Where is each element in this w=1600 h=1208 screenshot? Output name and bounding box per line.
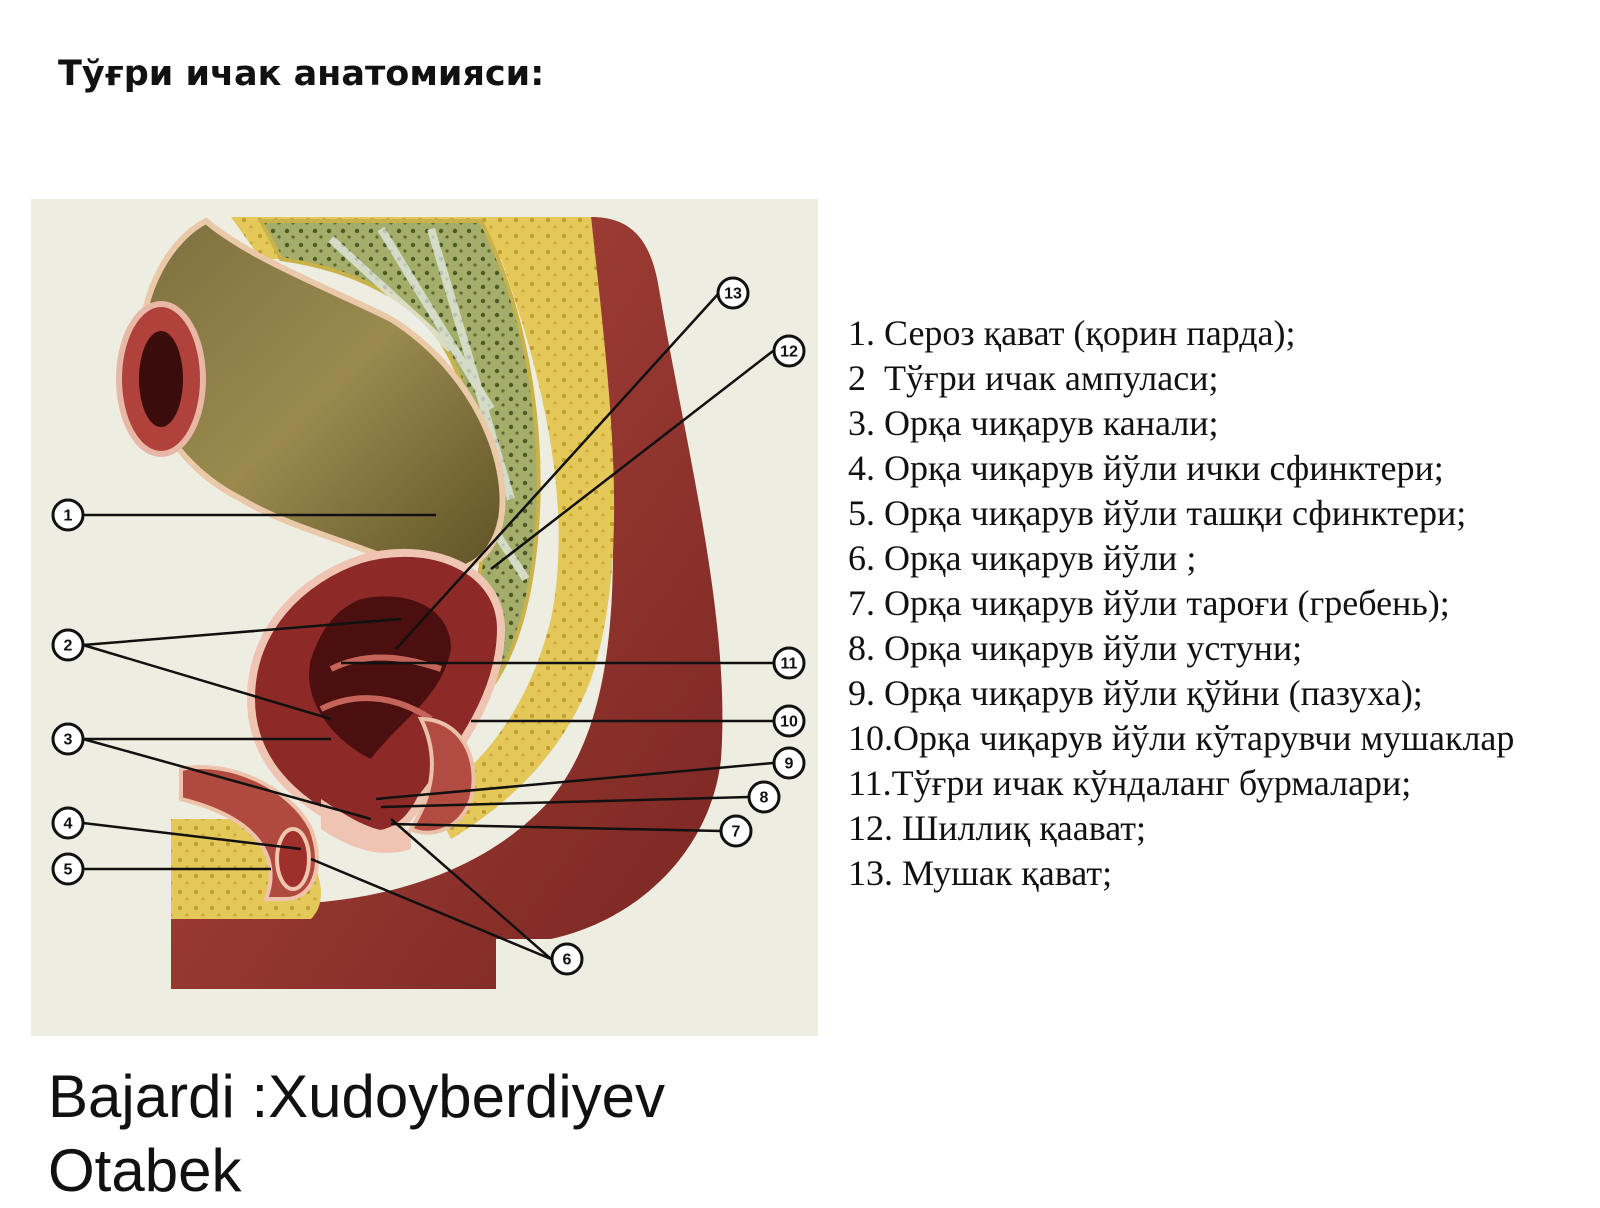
callout-2: 2	[51, 628, 85, 662]
legend-list: 1. Сероз қават (қорин парда); 2 Тўғри ич…	[848, 311, 1568, 896]
svg-text:9: 9	[785, 756, 794, 773]
callout-9: 9	[772, 746, 806, 780]
sacral-fat-band	[231, 217, 615, 839]
callout-8: 8	[747, 780, 781, 814]
svg-text:4: 4	[64, 816, 73, 833]
svg-text:1: 1	[64, 508, 73, 525]
svg-text:7: 7	[732, 824, 741, 841]
legend-item: 9. Орқа чиқарув йўли қўйни (пазуха);	[848, 673, 1423, 713]
svg-text:11: 11	[781, 656, 798, 673]
svg-text:5: 5	[64, 862, 73, 879]
svg-text:3: 3	[64, 732, 73, 749]
svg-text:10: 10	[780, 714, 798, 731]
slide-title: Тўғри ичак анатомияси:	[58, 54, 545, 94]
svg-text:2: 2	[64, 638, 73, 655]
legend-item: 10.Орқа чиқарув йўли кўтарувчи мушаклар	[848, 718, 1515, 758]
rectum-diagram: 1 2 3 4 5 6 7 8	[51, 217, 806, 989]
legend-item: 6. Орқа чиқарув йўли ;	[848, 538, 1197, 578]
author-credit: Bajardi :Xudoyberdiyev Otabek	[48, 1063, 666, 1204]
callout-4: 4	[51, 806, 85, 840]
legend-item: 5. Орқа чиқарув йўли ташқи сфинктери;	[848, 493, 1467, 533]
legend-item: 7. Орқа чиқарув йўли тароғи (гребень);	[848, 583, 1450, 623]
anal-canal	[321, 799, 411, 853]
legend-item: 13. Мушак қават;	[848, 853, 1113, 893]
callout-5: 5	[51, 852, 85, 886]
legend-item: 4. Орқа чиқарув йўли ички сфинктери;	[848, 448, 1444, 488]
legend-item: 12. Шиллиқ қаават;	[848, 808, 1147, 848]
legend-item: 2 Тўғри ичак ампуласи;	[848, 358, 1219, 398]
legend-item: 1. Сероз қават (қорин парда);	[848, 313, 1296, 353]
callout-7: 7	[719, 814, 753, 848]
svg-text:8: 8	[760, 790, 769, 807]
outer-muscle-wall	[171, 217, 723, 989]
callout-1: 1	[51, 498, 85, 532]
callout-3: 3	[51, 722, 85, 756]
svg-text:13: 13	[724, 286, 742, 303]
anatomy-figure: 1 2 3 4 5 6 7 8	[31, 199, 818, 1036]
callout-11: 11	[772, 646, 806, 680]
callout-6: 6	[550, 942, 584, 976]
leader-lines	[82, 292, 774, 961]
legend-item: 11.Тўғри ичак кўндаланг бурмалари;	[848, 763, 1412, 803]
svg-text:6: 6	[563, 952, 572, 969]
legend-item: 8. Орқа чиқарув йўли устуни;	[848, 628, 1303, 668]
legend-item: 3. Орқа чиқарув канали;	[848, 403, 1219, 443]
svg-text:12: 12	[780, 344, 798, 361]
callout-13: 13	[716, 276, 750, 310]
sphincter-internal	[275, 827, 311, 891]
callout-12: 12	[772, 334, 806, 368]
callout-10: 10	[772, 704, 806, 738]
